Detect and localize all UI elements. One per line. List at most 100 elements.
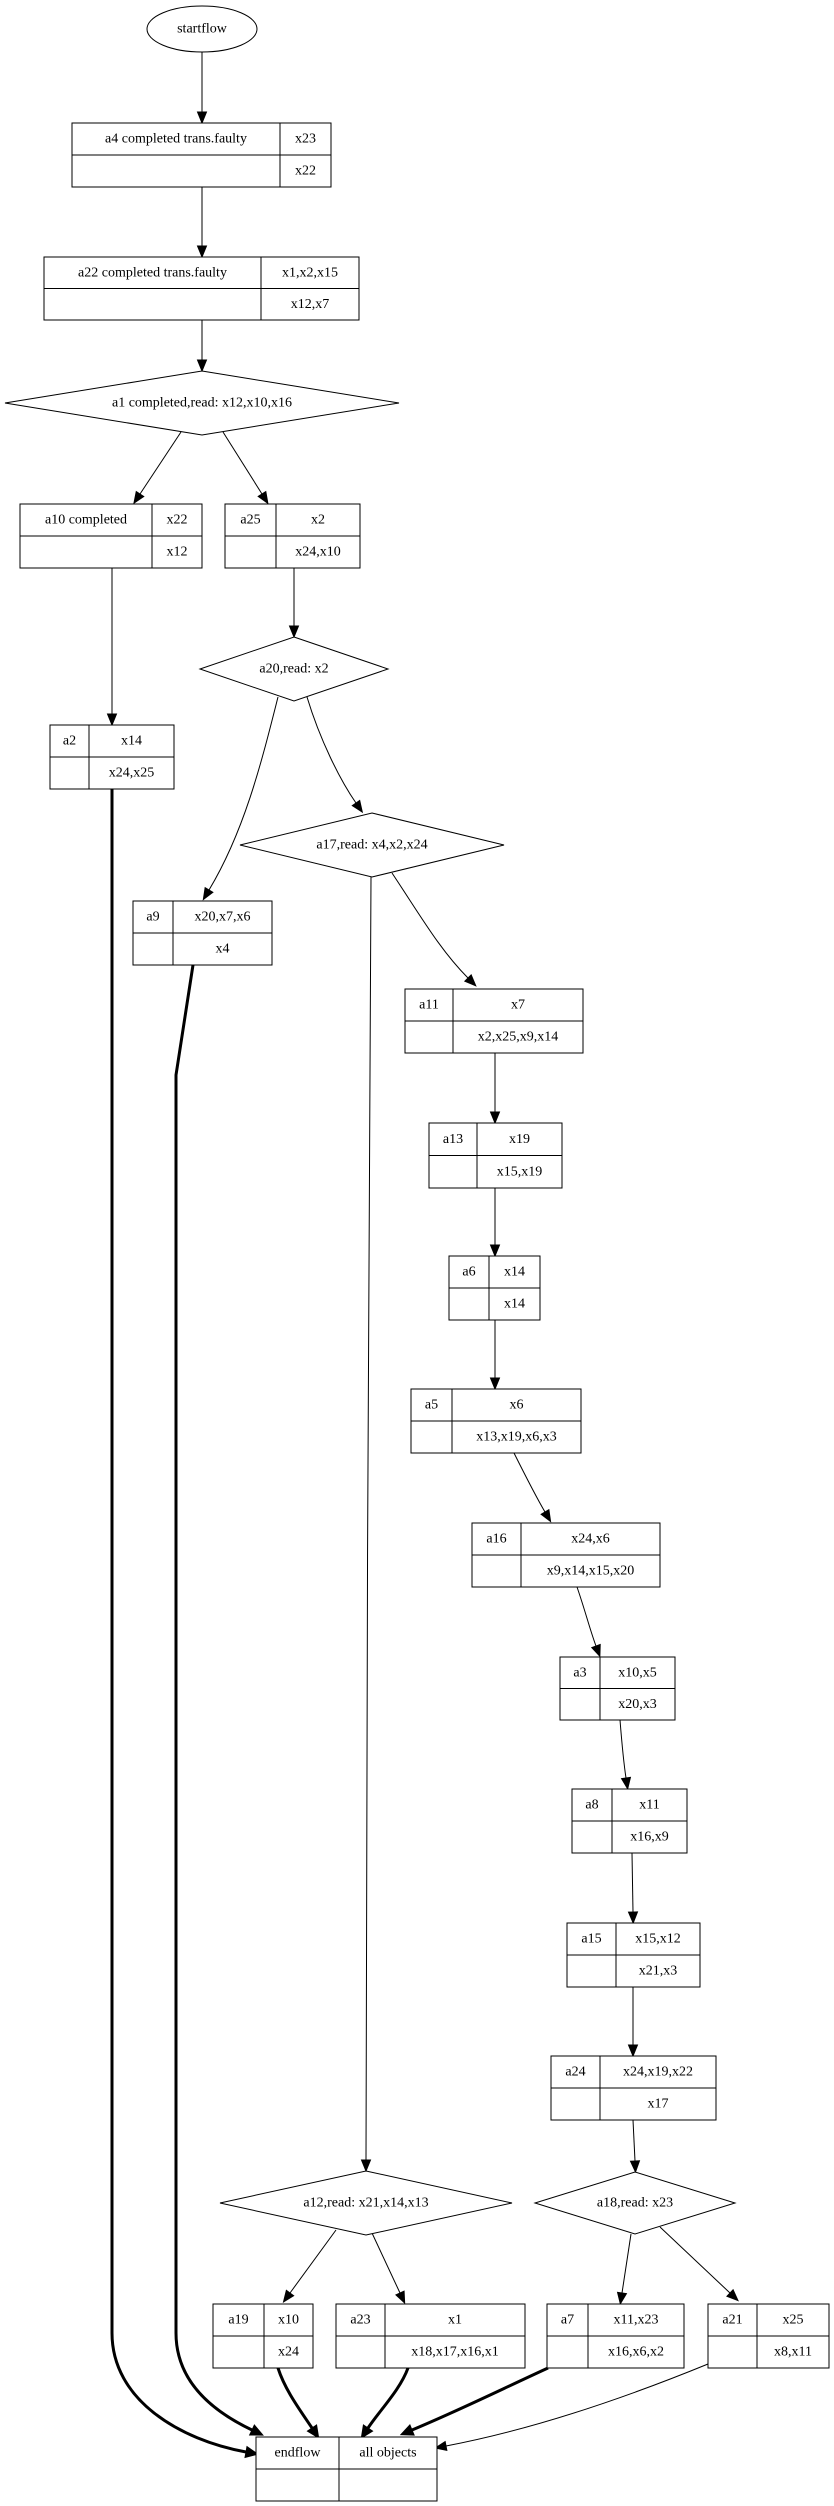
edge-a15-to-a24 [627,1987,639,2058]
arrowhead-icon [360,2424,374,2439]
start-label: startflow [177,22,228,37]
cell-bottom-value: x16,x6,x2 [608,2345,664,2360]
edge-line [306,696,357,804]
arrowhead-icon [489,1111,501,1125]
edge-a22-to-a1 [196,320,208,373]
node-a20[interactable]: a20,read: x2 [198,636,390,702]
decision-diamond [4,370,400,436]
edge-a4-to-a22 [196,187,208,259]
arrowhead-icon [590,1643,601,1658]
decision-diamond [198,636,390,702]
cell-bottom-value: x24,x10 [295,545,341,560]
cell-bottom-value: x8,x11 [774,2345,812,2360]
cell-name: endflow [275,2446,322,2461]
cell-top-value: x1,x2,x15 [282,265,338,280]
arrowhead-icon [282,2289,295,2303]
cell-bottom-value: x21,x3 [639,1964,678,1979]
cell-name: a15 [581,1932,601,1947]
edge-a6-to-a5 [489,1320,501,1391]
cell-top-value: x14 [121,734,142,749]
cell-bottom-value: x16,x9 [630,1830,669,1845]
edge-line [276,2367,314,2429]
arrowhead-icon [399,2424,415,2436]
cell-name: a6 [462,1265,475,1280]
edge-line [445,2363,709,2447]
edge-line [576,1586,597,1647]
cell-name: a4 completed trans.faulty [105,132,247,147]
edge-a25-to-a20 [288,568,300,639]
node-a1[interactable]: a1 completed,read: x12,x10,x16 [4,370,400,436]
cell-name: a8 [585,1798,598,1813]
edges-layer [106,52,739,2459]
node-a18[interactable]: a18,read: x23 [533,2171,737,2235]
cell-top-value: x23 [295,132,316,147]
edge-a21-to-endflow [433,2363,709,2452]
edge-a8-to-a15 [627,1852,639,1925]
arrowhead-icon [540,1508,552,1523]
edge-a17-to-a12 [360,876,372,2173]
cell-name: a2 [63,734,76,749]
cell-top-value: x11 [639,1798,659,1813]
arrowhead-icon [351,799,364,814]
edge-a3-to-a8 [619,1719,632,1791]
cell-bottom-value: x15,x19 [497,1164,543,1179]
cell-name: a10 completed [45,513,127,528]
edge-a17-to-a11 [391,872,477,987]
cell-name: a23 [350,2313,370,2328]
arrowhead-icon [726,2288,739,2302]
node-a12[interactable]: a12,read: x21,x14,x13 [219,2170,513,2236]
edge-a23-to-endflow [360,2367,410,2439]
edge-line [139,431,182,495]
decision-label: a20,read: x2 [259,662,328,677]
cell-top-value: x25 [783,2313,804,2328]
arrowhead-icon [627,1911,639,1925]
arrowhead-icon [629,2160,641,2174]
edge-a1-to-a25 [222,431,269,505]
decision-label: a17,read: x4,x2,x24 [316,838,427,853]
edge-a2-to-endflow [110,789,259,2459]
cell-name: a22 completed trans.faulty [78,265,227,280]
node-a15[interactable]: a15 x15,x12 x21,x3 [566,1922,701,1988]
cell-bottom-value: x24 [278,2345,299,2360]
edge-a20-to-a9 [202,696,279,901]
edge-startflow-to-a4 [196,52,208,125]
arrowhead-icon [620,1776,632,1791]
node-startflow[interactable]: startflow [146,5,258,53]
arrowhead-icon [306,2424,320,2439]
nodes-layer: startflow a4 completed trans.faulty x23 x22… [4,5,830,2502]
cell-bottom-value: x4 [216,942,230,957]
cell-top-value: x14 [504,1265,525,1280]
edge-a11-to-a13 [489,1053,501,1125]
node-a8[interactable]: a8 x11 x16,x9 [571,1788,688,1854]
decision-label: a18,read: x23 [597,2196,673,2211]
arrowhead-icon [395,2290,406,2305]
edge-line [631,1852,634,1913]
cell-top-value: x20,x7,x6 [195,910,251,925]
cell-top-value: x15,x12 [635,1932,681,1947]
arrowhead-icon [196,245,208,259]
edge-a16-to-a3 [576,1586,601,1658]
edge-line [621,2233,632,2294]
node-a17[interactable]: a17,read: x4,x2,x24 [239,812,505,878]
arrowhead-icon [133,490,145,505]
edge-a12-to-a19 [282,2229,337,2303]
cell-top-value: x22 [167,513,188,528]
